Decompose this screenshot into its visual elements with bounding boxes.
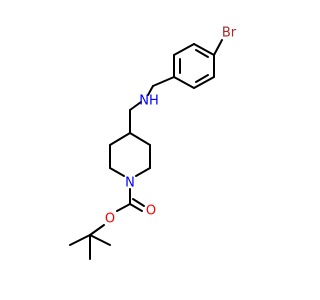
bond	[109, 167, 125, 177]
molecule-drawing: Br NH N O O	[69, 26, 237, 260]
bond-nh-ch2	[129, 101, 142, 111]
bond-c-o-double-a	[129, 203, 143, 212]
bond	[173, 76, 195, 89]
atom-label-ester-o: O	[105, 212, 115, 227]
atom-label-amine-nh: NH	[139, 94, 159, 109]
atom-label-carbonyl-o: O	[146, 204, 156, 219]
bond-ring-ch2	[152, 76, 175, 87]
bond	[193, 76, 215, 89]
double-bond-inner	[195, 49, 209, 58]
atom-label-piperidine-n: N	[125, 176, 135, 191]
bond	[193, 43, 215, 56]
atom-label-bromine: Br	[222, 26, 237, 41]
piperidine-ring	[109, 132, 151, 177]
bond-c-o-ester	[116, 203, 131, 212]
bond-ch2-nh	[147, 85, 154, 96]
bond	[173, 43, 195, 56]
bond	[109, 132, 131, 146]
bond	[135, 167, 151, 177]
bond-o-tbu	[89, 224, 105, 236]
double-bond-inner	[195, 74, 209, 83]
structure-canvas: Br NH N O O	[69, 26, 237, 260]
bond-aryl-br	[213, 39, 223, 56]
bond-c-o-double-b	[132, 198, 145, 207]
benzene-ring	[173, 43, 215, 89]
bond-tbu-me-1	[89, 234, 111, 246]
bond-tbu-me-2	[69, 234, 91, 246]
bond	[129, 132, 151, 146]
